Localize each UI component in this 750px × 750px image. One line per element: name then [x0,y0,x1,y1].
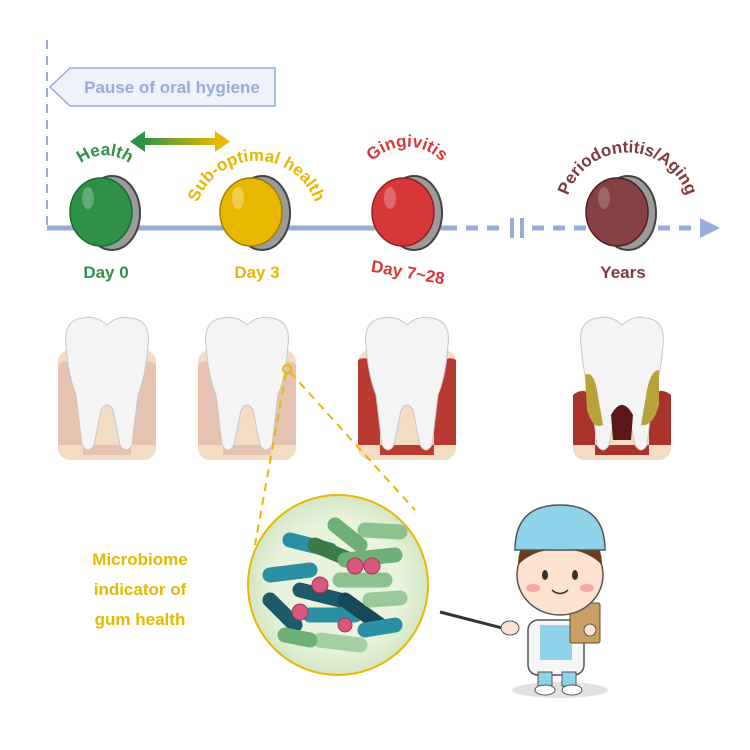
stage-gingivitis [371,175,443,251]
stage-health [69,175,141,251]
tooth-healthy-icon [58,316,156,460]
arrow-head-icon [700,218,720,238]
stage-suboptimal [219,175,291,251]
stage-periodontitis [585,175,657,251]
doctor-character-icon [439,504,608,698]
microbiome-bacteria-illustration [247,494,429,676]
pause-banner: Pause of oral hygiene [48,67,276,107]
banner-text: Pause of oral hygiene [84,78,260,97]
zoom-point-icon [282,364,292,374]
stage-name-health: Health [73,140,137,166]
stage-name-gingivitis: Gingivitis [363,132,452,165]
tooth-periodontitis-icon [573,316,671,460]
microbiome-label-line2: indicator of [94,580,187,599]
microbiome-label-line3: gum health [95,610,186,629]
double-arrow-icon [130,131,230,152]
stage-time-periodontitis: Years [600,263,645,282]
status-light-green [69,177,133,247]
stage-time-suboptimal: Day 3 [234,263,279,282]
stage-time-gingivitis: Day 7~28 [370,257,446,289]
tooth-gingivitis-icon [358,316,456,460]
microbiome-label-line1: Microbiome [92,550,187,569]
tooth-suboptimal-icon [198,316,296,460]
stage-time-health: Day 0 [83,263,128,282]
